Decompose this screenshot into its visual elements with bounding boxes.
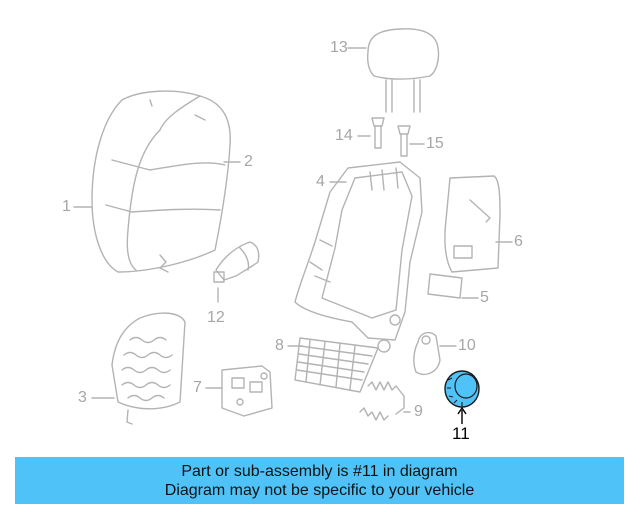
spring-part bbox=[359, 381, 397, 421]
callout-8: 8 bbox=[275, 337, 284, 354]
seat-cushion-pad-part bbox=[111, 312, 186, 425]
seat-back-frame-part bbox=[294, 161, 423, 353]
side-panel-part bbox=[444, 175, 501, 273]
recline-lever-part bbox=[213, 241, 260, 283]
info-banner: Part or sub-assembly is #11 in diagram D… bbox=[15, 457, 624, 504]
guide-sleeve-part bbox=[371, 117, 411, 157]
callout-6: 6 bbox=[514, 233, 523, 250]
callout-14: 14 bbox=[335, 127, 353, 144]
adjuster-handle-part bbox=[413, 331, 441, 376]
highlighted-part-11[interactable] bbox=[444, 370, 480, 424]
callout-11[interactable]: 11 bbox=[452, 424, 470, 443]
callout-12: 12 bbox=[207, 309, 225, 326]
lumbar-support-part bbox=[294, 337, 379, 393]
leader-lines bbox=[73, 47, 513, 415]
callout-10: 10 bbox=[458, 337, 476, 354]
callout-2: 2 bbox=[244, 153, 253, 170]
bracket-part bbox=[221, 365, 273, 417]
callout-9: 9 bbox=[414, 403, 423, 420]
banner-line-1: Part or sub-assembly is #11 in diagram bbox=[181, 462, 458, 480]
callout-15: 15 bbox=[426, 135, 444, 152]
callout-7: 7 bbox=[193, 379, 202, 396]
callout-4: 4 bbox=[316, 173, 325, 190]
callout-5: 5 bbox=[480, 289, 489, 306]
parts-diagram bbox=[73, 28, 513, 425]
callout-3: 3 bbox=[78, 389, 87, 406]
headrest-part bbox=[366, 28, 440, 113]
seat-back-cushion-part bbox=[91, 90, 231, 273]
callout-13: 13 bbox=[330, 39, 348, 56]
callout-1: 1 bbox=[62, 198, 71, 215]
pad-part bbox=[427, 273, 463, 299]
banner-line-2: Diagram may not be specific to your vehi… bbox=[164, 481, 475, 499]
